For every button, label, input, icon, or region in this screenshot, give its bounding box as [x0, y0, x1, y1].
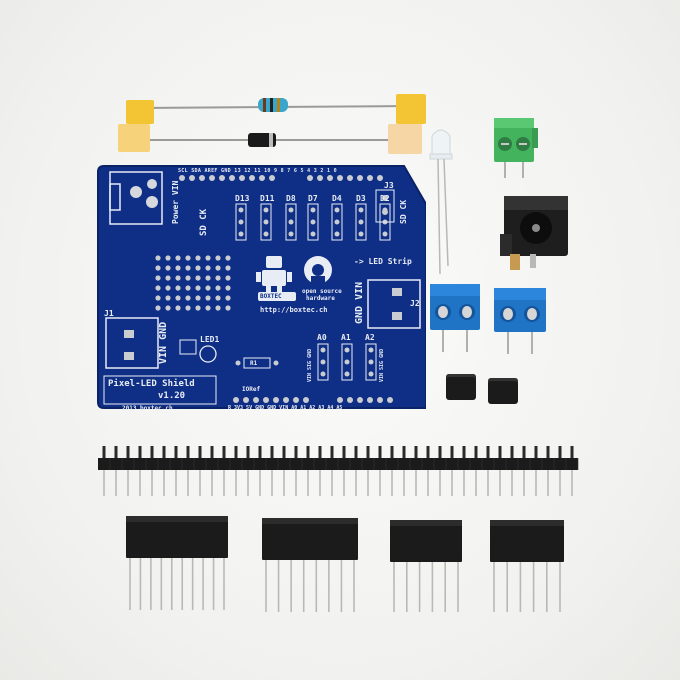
- a1-label: A1: [341, 333, 351, 342]
- top-header-label: SCL SDA AREF GND 13 12 11 10 9 8 7 6 5 4…: [178, 168, 337, 174]
- green-terminal-block: [492, 114, 540, 180]
- jumper-2: [488, 378, 518, 404]
- male-header-strip: [98, 440, 580, 498]
- d8-label: D8: [286, 194, 296, 203]
- r1-label: R1: [250, 360, 258, 367]
- blue-terminal-block-2: [492, 286, 548, 356]
- board-version: v1.20: [158, 391, 186, 401]
- bottom-header-label: R 3V3 5V GND GND VIN A0 A1 A2 A3 A4 A5: [228, 405, 343, 411]
- led1-label: LED1: [200, 335, 220, 344]
- stackable-header-6pin-a-svg: [390, 520, 462, 612]
- led-component: [426, 126, 456, 276]
- blue-terminal-block-1: [428, 282, 482, 354]
- jumper-1: [446, 374, 476, 400]
- osh-line1: open source: [302, 288, 342, 295]
- osh-line2: hardware: [306, 295, 335, 302]
- vin-sig-gnd-label-2: VIN SIG GND: [379, 348, 385, 382]
- board-title: Pixel-LED Shield: [108, 379, 195, 389]
- stackable-header-6pin-b-svg: [490, 520, 564, 612]
- resistor-tape-right: [396, 94, 426, 124]
- sd-ck-label: SD CK: [199, 208, 209, 236]
- d2-label: D2: [380, 194, 390, 203]
- d4-label: D4: [332, 194, 342, 203]
- male-header-svg: [98, 446, 579, 496]
- a2-label: A2: [365, 333, 375, 342]
- diode-tape-left: [118, 124, 150, 152]
- stackable-header-8pin-a: [260, 514, 360, 614]
- pcb-board: SCL SDA AREF GND 13 12 11 10 9 8 7 6 5 4…: [96, 164, 426, 412]
- stackable-header-8pin-a-svg: [262, 518, 358, 612]
- boxtec-logo: BOXTEC: [260, 293, 282, 300]
- board-copyright: 2013 boxtec.ch: [122, 405, 173, 412]
- stackable-header-10pin-svg: [126, 516, 228, 610]
- resistor-tape-left: [126, 100, 154, 124]
- j1-label: J1: [104, 309, 114, 318]
- led-strip-label: -> LED Strip: [354, 257, 412, 266]
- diode-tape-right: [388, 124, 422, 154]
- vin-gnd-left-label: VIN GND: [158, 321, 169, 364]
- stackable-header-6pin-b: [488, 516, 566, 614]
- j3-label: J3: [384, 181, 394, 190]
- stackable-header-6pin-a: [388, 516, 464, 614]
- vin-sig-gnd-label-1: VIN SIG GND: [307, 348, 313, 382]
- stackable-header-10pin: [124, 512, 230, 612]
- a0-label: A0: [317, 333, 327, 342]
- dc-barrel-jack: [496, 190, 576, 280]
- d7-label: D7: [308, 194, 318, 203]
- j2-label: J2: [410, 299, 420, 308]
- url-label: http://boxtec.ch: [260, 306, 328, 314]
- d11-label: D11: [260, 194, 275, 203]
- ioref-label: IORef: [242, 386, 261, 393]
- sd-ck-right-label: SD CK: [399, 199, 408, 224]
- d3-label: D3: [356, 194, 366, 203]
- power-vin-label: Power VIN: [171, 180, 180, 224]
- gnd-vin-right-label: GND VIN: [354, 281, 365, 324]
- d13-label: D13: [235, 194, 250, 203]
